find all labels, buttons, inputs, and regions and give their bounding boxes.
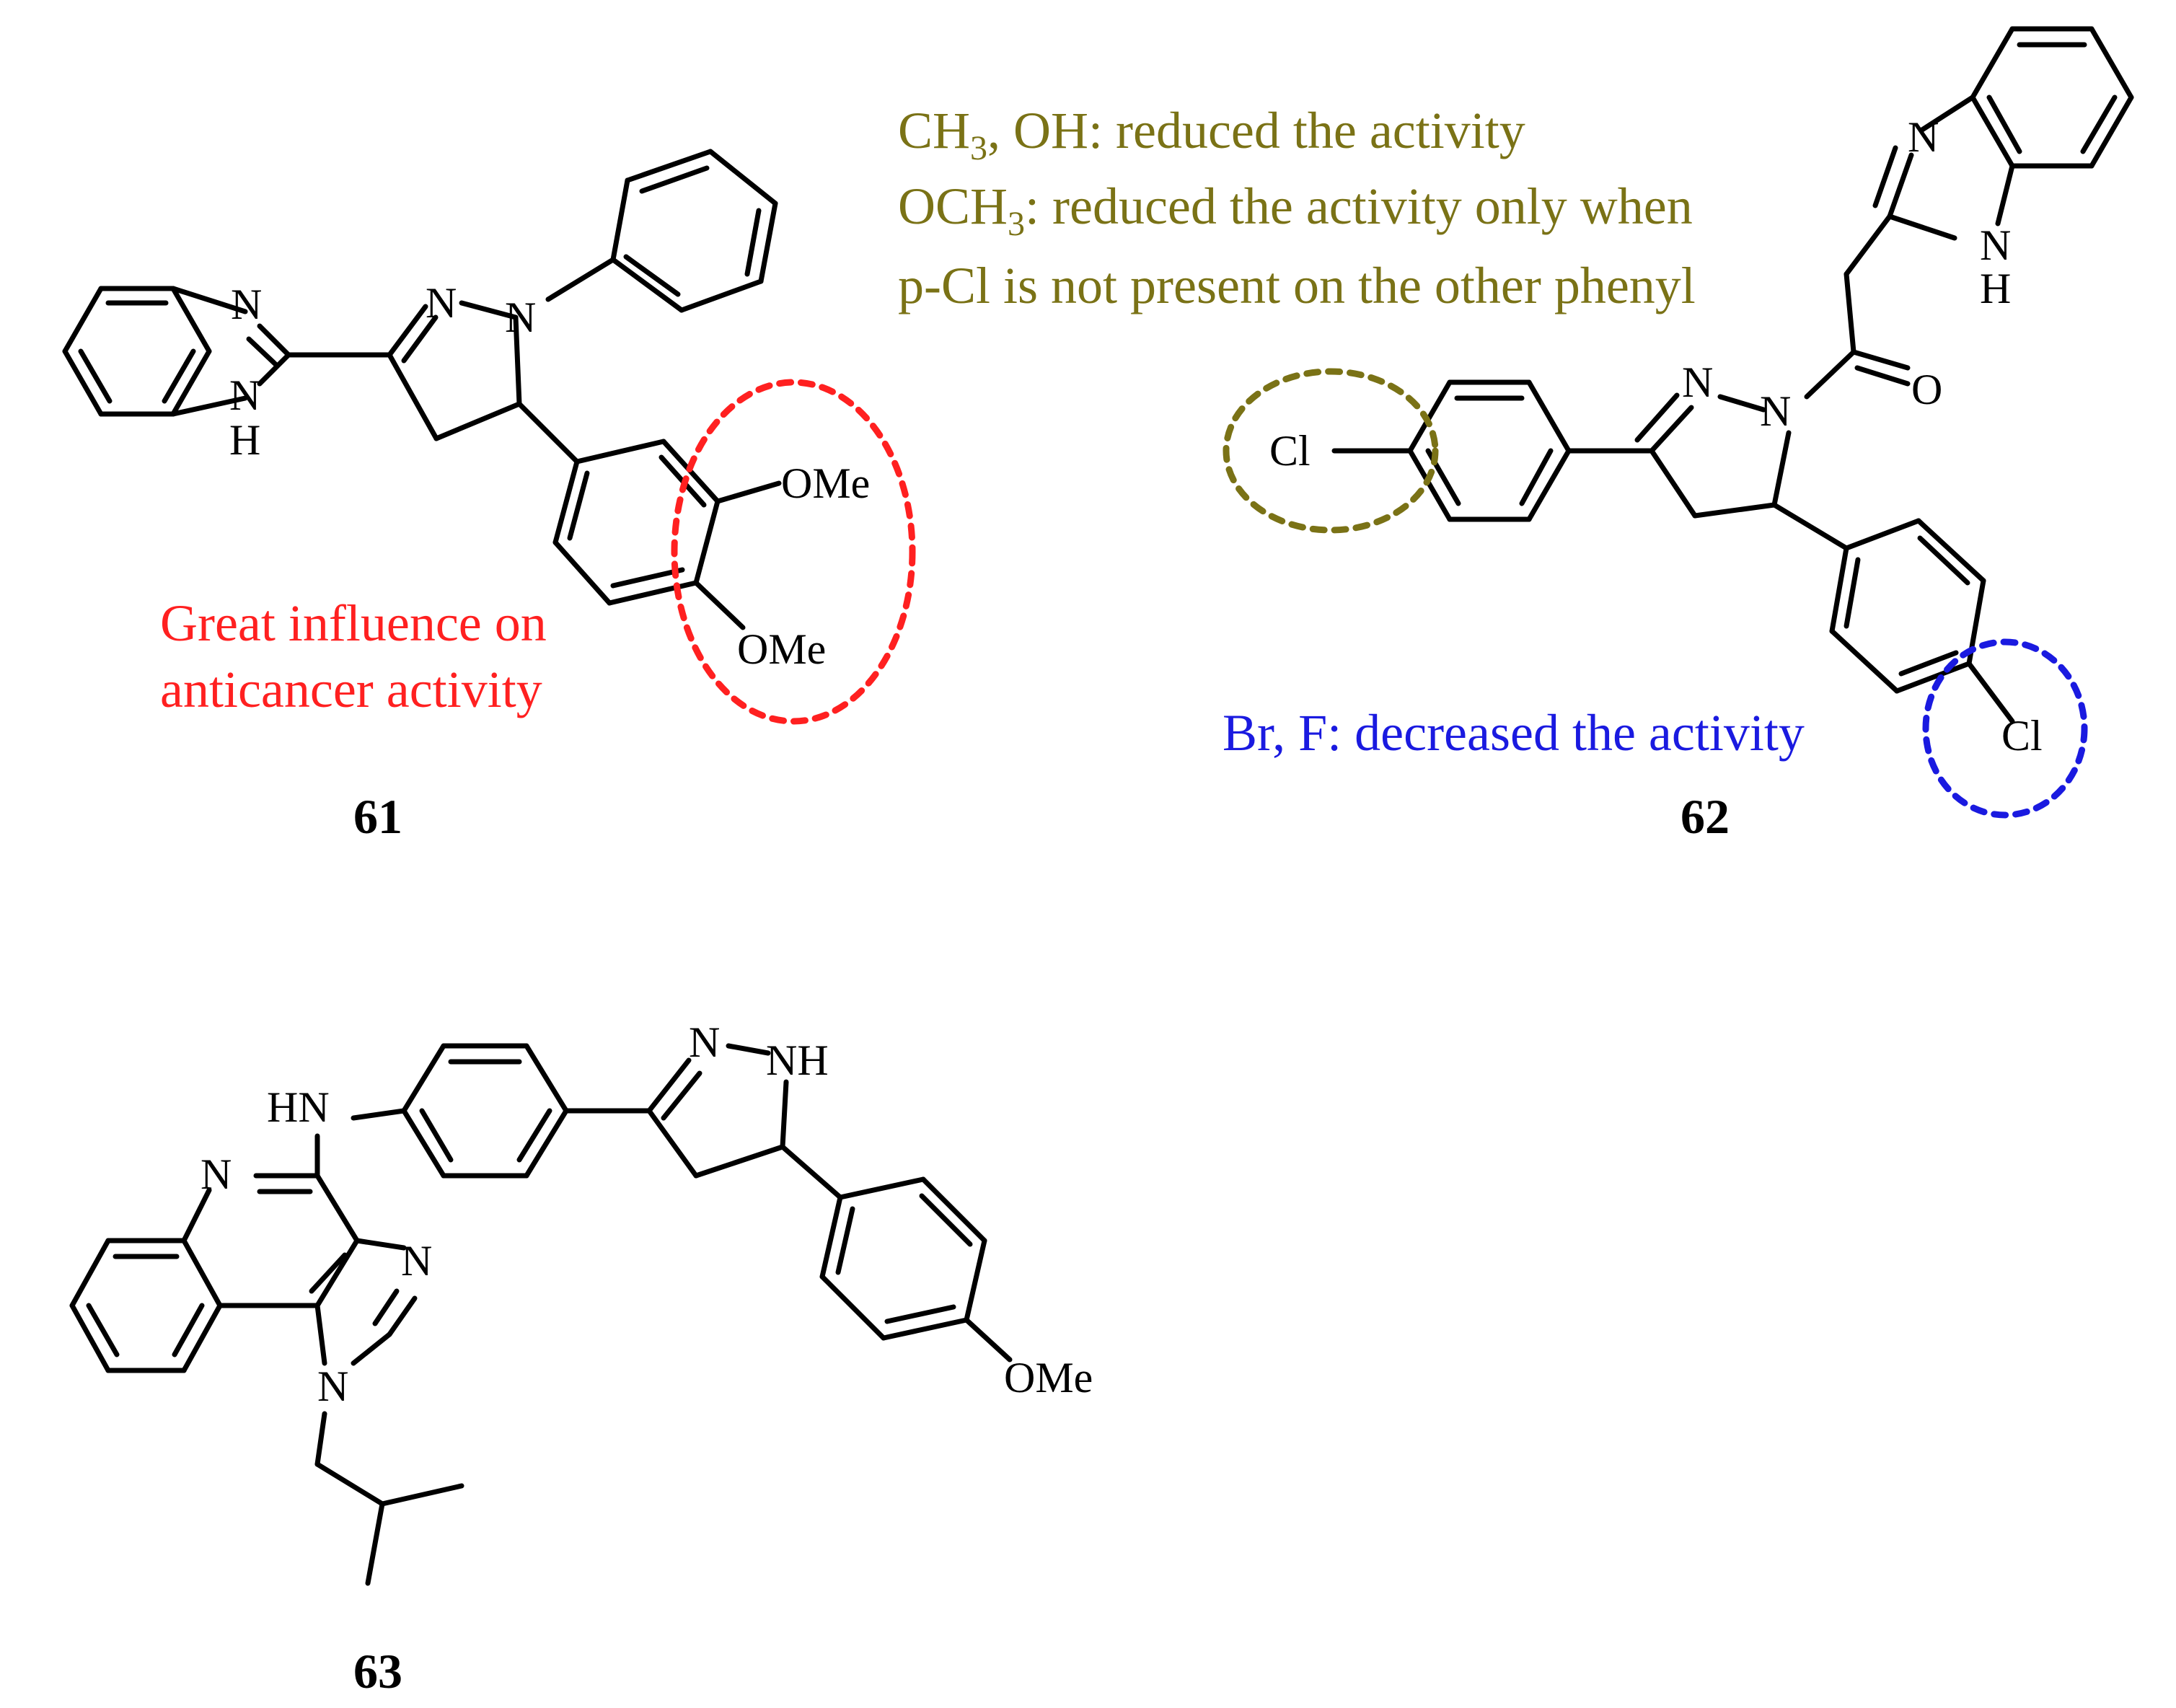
c62-annotation-line3: p-Cl is not present on the other phenyl	[898, 257, 1696, 314]
c62-pyrazole-n2: N	[1682, 358, 1713, 406]
c63-pyrazole-n: N	[689, 1018, 720, 1066]
c61-label: 61	[353, 789, 402, 844]
c62-cl-bottom: Cl	[2001, 712, 2043, 760]
c63-pyrazole-nh: NH	[766, 1036, 829, 1084]
c61-n1: N	[231, 281, 262, 328]
c63-imidazole-n1: N	[317, 1363, 348, 1410]
c62-annotation-line2: OCH3: reduced the activity only when	[898, 177, 1693, 243]
compound-61: N N H N N OMe OMe Great influence on ant…	[62, 149, 916, 844]
c62-carbonyl-o: O	[1911, 366, 1942, 413]
c62-bim-h: H	[1980, 265, 2011, 312]
compound-61-bonds	[62, 149, 782, 630]
c61-highlight-circle	[671, 379, 916, 725]
c61-h: H	[229, 416, 260, 464]
c62-olive-highlight-circle	[1223, 368, 1439, 534]
c62-bim-n: N	[1908, 113, 1939, 161]
c62-annotation-line1: CH3, OH: reduced the activity	[898, 102, 1525, 167]
c63-ome: OMe	[1004, 1354, 1093, 1401]
c62-label: 62	[1681, 789, 1730, 844]
c62-annotation-blue: Br, F: decreased the activity	[1223, 704, 1805, 762]
c61-nh: N	[229, 371, 260, 419]
c61-pyrazole-n1: N	[505, 294, 536, 341]
c61-annotation-line2: anticancer activity	[160, 661, 542, 718]
compound-62-bonds	[1331, 26, 2134, 724]
compound-63: HN N N N N NH OMe 63	[69, 1018, 1093, 1699]
c63-label: 63	[353, 1644, 402, 1699]
compound-62: N N H N N O Cl Cl CH3, OH: reduced the a…	[898, 26, 2134, 844]
c62-blue-highlight-circle	[1922, 638, 2088, 819]
c61-pyrazole-n2: N	[426, 279, 457, 327]
c61-ome-2: OMe	[737, 625, 826, 673]
compound-63-bonds	[69, 1043, 1013, 1586]
c61-annotation-line1: Great influence on	[160, 594, 547, 652]
c62-bim-nh: N	[1980, 221, 2011, 269]
c62-pyrazole-n1: N	[1760, 387, 1791, 435]
c63-imidazole-n: N	[401, 1237, 432, 1285]
c63-quinoline-n: N	[201, 1150, 232, 1198]
c61-ome-1: OMe	[781, 459, 870, 507]
c63-hn: HN	[267, 1083, 330, 1131]
c62-cl-left: Cl	[1269, 427, 1311, 475]
